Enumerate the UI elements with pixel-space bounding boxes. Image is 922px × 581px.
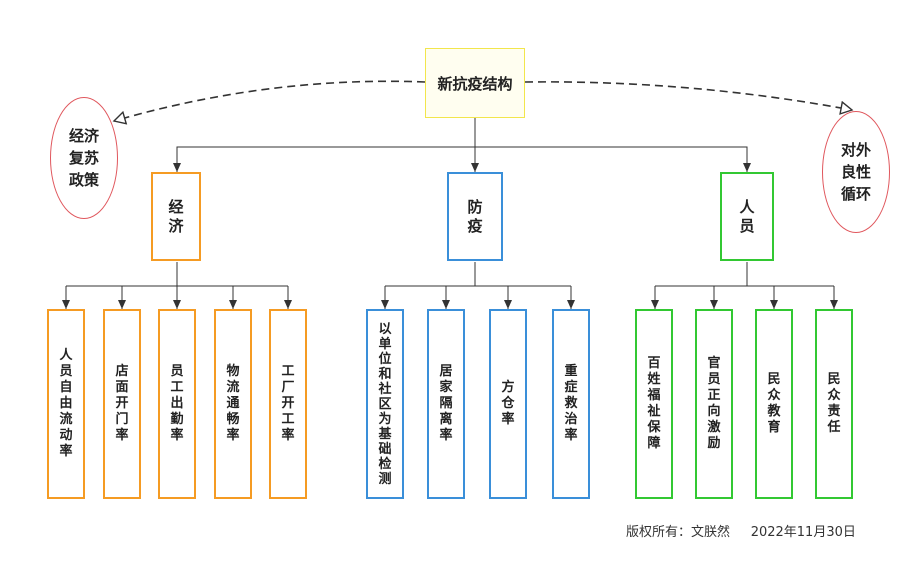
epidemic-item: 以单位和社区为基础检测 (366, 309, 404, 499)
economy-item: 员工出勤率 (158, 309, 196, 499)
external-cycle-ellipse: 对外良性循环 (822, 111, 890, 233)
epidemic-item-label: 方仓率 (501, 380, 515, 427)
economy-item-label: 工厂开工率 (281, 364, 295, 443)
economic-recovery-label: 经济复苏政策 (68, 127, 99, 189)
people-item: 百姓福祉保障 (635, 309, 673, 499)
economy-item: 店面开门率 (103, 309, 141, 499)
copyright-text: 版权所有：文朕然 (626, 525, 731, 540)
people-item-label: 民众教育 (767, 372, 781, 435)
people-item-label: 官员正向激励 (707, 356, 721, 451)
people-item: 民众责任 (815, 309, 853, 499)
people-item: 民众教育 (755, 309, 793, 499)
economy-item: 工厂开工率 (269, 309, 307, 499)
epidemic-item-label: 以单位和社区为基础检测 (378, 321, 392, 487)
economy-item: 物流通畅率 (214, 309, 252, 499)
root-node: 新抗疫结构 (425, 48, 525, 118)
economy-item-label: 人员自由流动率 (59, 348, 73, 459)
epidemic-item: 重症救治率 (552, 309, 590, 499)
category-people-label: 人员 (739, 197, 755, 235)
external-cycle-label: 对外良性循环 (840, 141, 871, 203)
category-economy-label: 经济 (168, 197, 184, 235)
epidemic-item: 方仓率 (489, 309, 527, 499)
economy-item: 人员自由流动率 (47, 309, 85, 499)
people-item-label: 百姓福祉保障 (647, 356, 661, 451)
copyright-date: 2022年11月30日 (750, 525, 856, 540)
epidemic-item-label: 居家隔离率 (439, 364, 453, 443)
epidemic-item: 居家隔离率 (427, 309, 465, 499)
economic-recovery-ellipse: 经济复苏政策 (50, 97, 118, 219)
category-economy: 经济 (151, 172, 201, 261)
economy-item-label: 物流通畅率 (226, 364, 240, 443)
category-epidemic: 防疫 (447, 172, 503, 261)
economy-item-label: 员工出勤率 (170, 364, 184, 443)
category-people: 人员 (720, 172, 774, 261)
copyright-footer: 版权所有：文朕然 2022年11月30日 (626, 521, 856, 540)
people-item-label: 民众责任 (827, 372, 841, 435)
root-node-label: 新抗疫结构 (437, 74, 513, 93)
people-item: 官员正向激励 (695, 309, 733, 499)
epidemic-item-label: 重症救治率 (564, 364, 578, 443)
category-epidemic-label: 防疫 (467, 197, 483, 235)
economy-item-label: 店面开门率 (115, 364, 129, 443)
